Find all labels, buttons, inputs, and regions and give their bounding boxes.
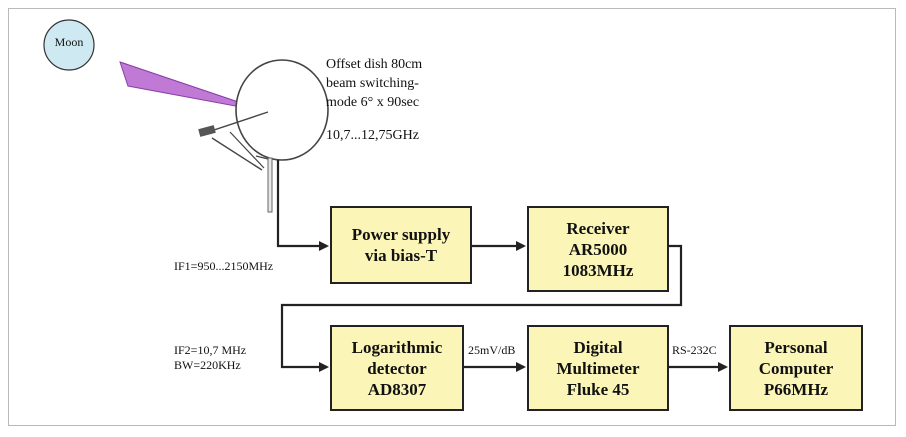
if1-label: IF1=950...2150MHz bbox=[174, 259, 274, 273]
personal-computer-box: Personal Computer P66MHz bbox=[729, 325, 863, 411]
receiver-line2: AR5000 bbox=[568, 239, 628, 259]
power-supply-box: Power supply via bias-T bbox=[330, 206, 472, 284]
dish-mode: beam switching- bbox=[326, 76, 419, 91]
dish-description: Offset dish 80cm beam switching- mode 6°… bbox=[326, 55, 422, 145]
computer-line1: Personal bbox=[764, 337, 828, 357]
receiver-line3: 1083MHz bbox=[562, 260, 634, 280]
detector-line1: Logarithmic bbox=[351, 337, 443, 357]
multimeter-box: Digital Multimeter Fluke 45 bbox=[527, 325, 669, 411]
power-supply-line1: Power supply bbox=[351, 225, 451, 244]
receiver-box: Receiver AR5000 1083MHz bbox=[527, 206, 669, 292]
log-detector-box: Logarithmic detector AD8307 bbox=[330, 325, 464, 411]
receiver-line1: Receiver bbox=[566, 218, 630, 238]
diagram-frame bbox=[8, 8, 896, 426]
moon-circle bbox=[43, 19, 95, 71]
connector-dish-to-power bbox=[276, 160, 329, 251]
moon-label: Moon bbox=[54, 35, 84, 49]
computer-line2: Computer bbox=[758, 358, 834, 378]
multimeter-line2: Multimeter bbox=[556, 358, 640, 378]
dish-mode-detail: mode 6° x 90sec bbox=[326, 95, 420, 110]
dish-size: Offset dish 80cm bbox=[326, 57, 423, 72]
satellite-dish-icon bbox=[198, 59, 329, 213]
if2-label: IF2=10,7 MHz bbox=[174, 343, 247, 357]
sensitivity-label: 25mV/dB bbox=[468, 343, 516, 357]
multimeter-line1: Digital bbox=[573, 337, 623, 357]
detector-line2: detector bbox=[367, 358, 427, 378]
power-supply-line2: via bias-T bbox=[364, 246, 438, 265]
detector-line3: AD8307 bbox=[367, 379, 427, 399]
serial-label: RS-232C bbox=[672, 343, 717, 357]
dish-frequency: 10,7...12,75GHz bbox=[326, 128, 419, 143]
bandwidth-label: BW=220KHz bbox=[174, 358, 241, 372]
multimeter-line3: Fluke 45 bbox=[566, 379, 630, 399]
computer-line3: P66MHz bbox=[763, 379, 829, 399]
connector-receiver-to-detector bbox=[280, 244, 683, 372]
